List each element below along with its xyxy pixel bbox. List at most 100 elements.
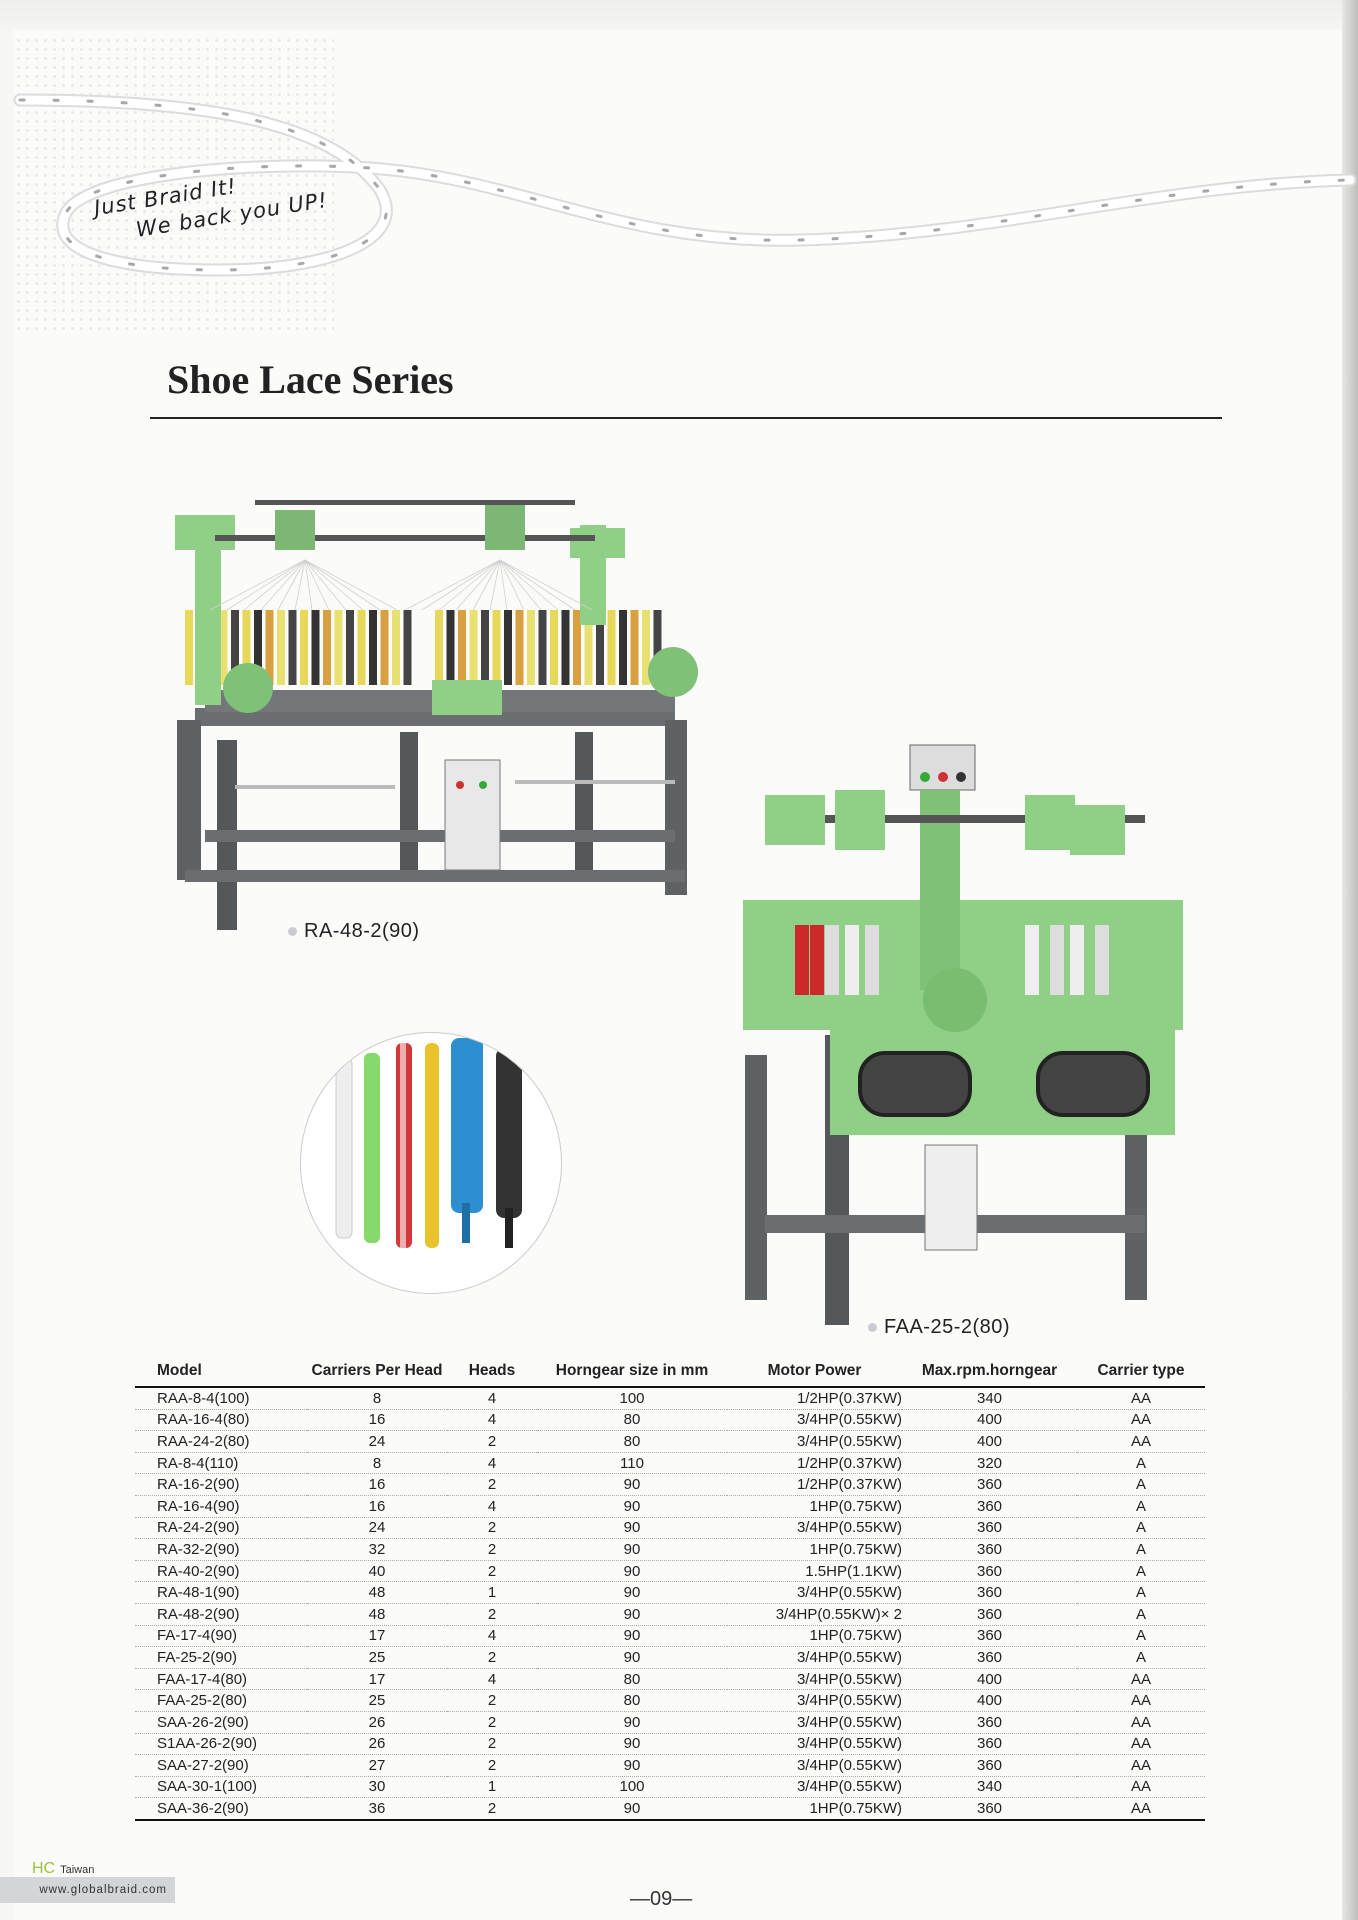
- cell-model: SAA-36-2(90): [135, 1797, 307, 1821]
- thread: [304, 559, 347, 611]
- cell-max-rpm: 360: [902, 1646, 1077, 1669]
- cell-motor-power: 1/2HP(0.37KW): [727, 1387, 902, 1410]
- cell-carrier-type: AA: [1077, 1689, 1205, 1712]
- bobbin: [795, 925, 809, 995]
- cell-max-rpm: 320: [902, 1452, 1077, 1475]
- cell-heads: 1: [447, 1776, 537, 1799]
- cell-carriers-per-head: 26: [307, 1733, 447, 1756]
- thread: [499, 559, 525, 611]
- cell-motor-power: 3/4HP(0.55KW): [727, 1409, 902, 1432]
- cell-horngear-size: 90: [537, 1473, 727, 1496]
- cell-carriers-per-head: 16: [307, 1495, 447, 1518]
- cell-heads: 2: [447, 1560, 537, 1583]
- caption-text: RA-48-2(90): [304, 920, 420, 942]
- cell-horngear-size: 90: [537, 1733, 727, 1756]
- thread: [304, 559, 330, 611]
- cell-heads: 2: [447, 1517, 537, 1540]
- bobbin: [865, 925, 879, 995]
- cell-heads: 2: [447, 1430, 537, 1453]
- bobbin: [265, 610, 274, 685]
- cell-motor-power: 1HP(0.75KW): [727, 1538, 902, 1561]
- thread: [294, 559, 306, 611]
- cell-carrier-type: A: [1077, 1581, 1205, 1604]
- col-header-carrier-type: Carrier type: [1077, 1358, 1205, 1388]
- cell-horngear-size: 80: [537, 1668, 727, 1691]
- cell-model: RAA-24-2(80): [135, 1430, 307, 1453]
- cell-carrier-type: AA: [1077, 1409, 1205, 1432]
- thread: [243, 559, 306, 611]
- section-title: Shoe Lace Series: [167, 357, 454, 402]
- thread: [472, 559, 501, 611]
- cell-motor-power: 3/4HP(0.55KW): [727, 1689, 902, 1712]
- bobbin: [277, 610, 285, 685]
- bobbin: [561, 610, 570, 685]
- cell-heads: 4: [447, 1495, 537, 1518]
- cell-model: SAA-26-2(90): [135, 1711, 307, 1734]
- cell-carrier-type: AA: [1077, 1668, 1205, 1691]
- cell-carrier-type: AA: [1077, 1430, 1205, 1453]
- cell-horngear-size: 90: [537, 1560, 727, 1583]
- bobbin: [481, 610, 489, 685]
- title-underline: [150, 417, 1222, 419]
- specifications-table: Model Carriers Per Head Heads Horngear s…: [135, 1358, 1205, 1821]
- cell-heads: 2: [447, 1754, 537, 1777]
- cell-max-rpm: 360: [902, 1495, 1077, 1518]
- cell-carriers-per-head: 30: [307, 1776, 447, 1799]
- cell-heads: 2: [447, 1473, 537, 1496]
- bobbin: [357, 610, 366, 685]
- cell-motor-power: 3/4HP(0.55KW): [727, 1517, 902, 1540]
- cell-carrier-type: A: [1077, 1473, 1205, 1496]
- thread: [304, 559, 364, 611]
- cell-carriers-per-head: 48: [307, 1603, 447, 1626]
- cell-model: RA-48-2(90): [135, 1603, 307, 1626]
- cell-carrier-type: A: [1077, 1603, 1205, 1626]
- bobbin: [1070, 925, 1084, 995]
- page-number: —09—: [630, 1888, 693, 1910]
- bobbin: [458, 610, 466, 685]
- footer-website[interactable]: www.globalbraid.com: [0, 1877, 175, 1903]
- cell-heads: 2: [447, 1646, 537, 1669]
- cell-model: RA-16-4(90): [135, 1495, 307, 1518]
- cell-carriers-per-head: 27: [307, 1754, 447, 1777]
- thread: [277, 559, 306, 611]
- cell-motor-power: 1/2HP(0.37KW): [727, 1473, 902, 1496]
- bobbin: [185, 610, 193, 685]
- bobbin: [492, 610, 501, 685]
- bobbin: [825, 925, 839, 995]
- cell-motor-power: 3/4HP(0.55KW): [727, 1668, 902, 1691]
- cell-heads: 4: [447, 1625, 537, 1648]
- bobbin: [1095, 925, 1109, 995]
- braided-rope-decoration: [13, 93, 1357, 277]
- cell-motor-power: 3/4HP(0.55KW): [727, 1581, 902, 1604]
- cell-carrier-type: AA: [1077, 1711, 1205, 1734]
- thread: [404, 559, 501, 611]
- thread: [226, 559, 306, 611]
- cell-carrier-type: A: [1077, 1495, 1205, 1518]
- cell-horngear-size: 80: [537, 1689, 727, 1712]
- cell-carriers-per-head: 36: [307, 1797, 447, 1821]
- cell-horngear-size: 80: [537, 1409, 727, 1432]
- bobbin: [1025, 925, 1039, 995]
- cell-heads: 2: [447, 1538, 537, 1561]
- bobbin: [219, 610, 228, 685]
- cell-carriers-per-head: 24: [307, 1517, 447, 1540]
- bobbin: [584, 610, 593, 685]
- cell-max-rpm: 360: [902, 1517, 1077, 1540]
- thread: [499, 559, 576, 611]
- bobbin: [392, 610, 400, 685]
- cell-max-rpm: 360: [902, 1473, 1077, 1496]
- col-header-max-rpm: Max.rpm.horngear: [902, 1358, 1077, 1388]
- cell-model: RAA-8-4(100): [135, 1387, 307, 1410]
- col-header-heads: Heads: [447, 1358, 537, 1388]
- cell-carriers-per-head: 26: [307, 1711, 447, 1734]
- machine-caption-ra-48-2: RA-48-2(90): [288, 920, 420, 943]
- cell-motor-power: 3/4HP(0.55KW): [727, 1776, 902, 1799]
- thread: [499, 559, 559, 611]
